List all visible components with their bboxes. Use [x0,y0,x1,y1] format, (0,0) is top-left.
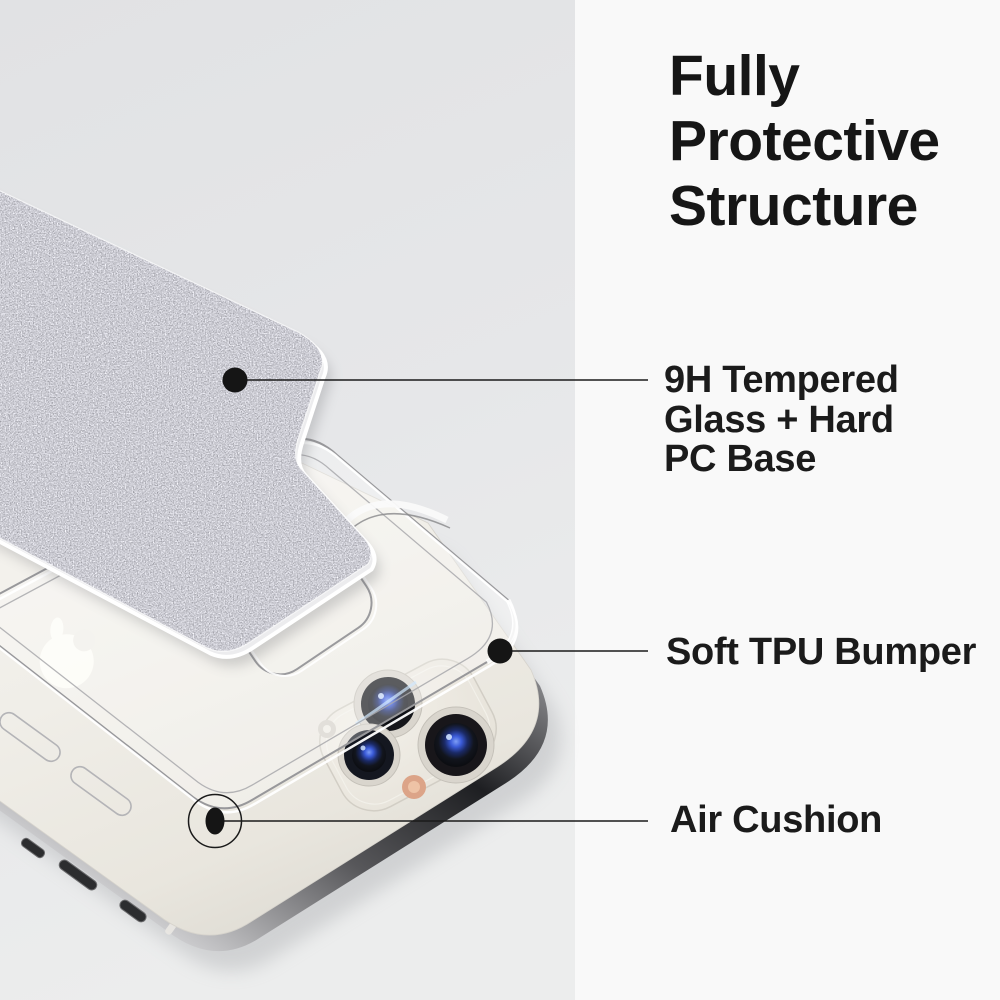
camera-lens-right [417,706,495,784]
callout-dot-tpu-bumper [487,638,513,664]
side-buttons [20,837,147,923]
plate-glitter-surface [0,190,372,652]
title-line: Fully [669,44,800,108]
title-line: Structure [669,174,918,238]
callout-dots [205,367,513,835]
right-panel-background [575,0,1000,1000]
plate-edge-light [0,190,372,652]
label-line: Air Cushion [670,799,883,841]
air-cushion-ring [187,793,243,849]
case-button-bumps [0,711,132,817]
title-line: Protective [669,109,940,173]
label-line: Glass + Hard [664,398,894,441]
flash-led [318,720,336,738]
label-tempered-glass: 9H Tempered Glass + Hard PC Base [664,359,899,480]
label-tpu-bumper: Soft TPU Bumper [666,631,977,673]
page-title: Fully Protective Structure [669,44,940,239]
camera-mic-dot [402,775,426,799]
label-air-cushion: Air Cushion [670,799,883,841]
callout-dot-air-cushion [205,807,225,835]
glitter-back-plate [0,190,381,667]
label-line: Soft TPU Bumper [666,631,977,673]
label-line: PC Base [664,438,817,480]
callout-leaders [187,379,648,849]
label-line: 9H Tempered [664,359,899,401]
apple-logo [39,617,96,689]
callout-dot-tempered-glass [222,367,248,393]
